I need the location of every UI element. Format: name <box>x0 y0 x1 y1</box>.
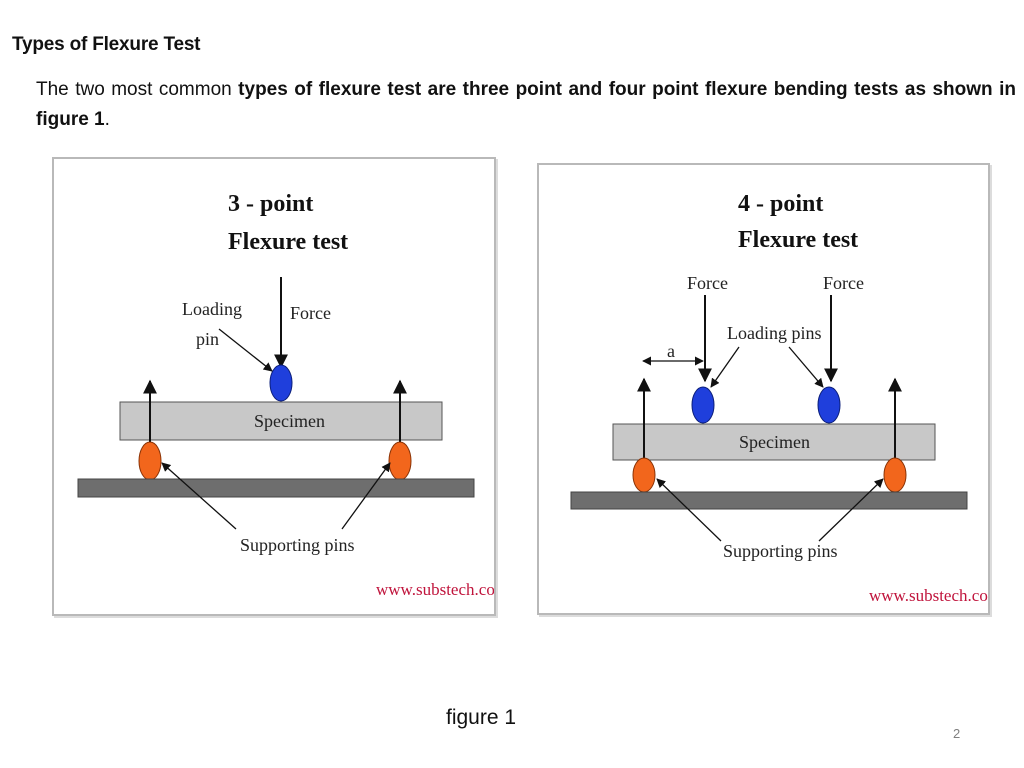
specimen-label: Specimen <box>254 411 325 431</box>
loading-pins-label: Loading pins <box>727 323 822 343</box>
support-pin-left <box>632 457 656 493</box>
support-leader-left <box>161 462 237 530</box>
three-point-diagram: 3 - point Flexure test Loading pin Force… <box>77 191 494 599</box>
loading-leader-left <box>710 346 740 388</box>
distance-label: a <box>667 341 675 361</box>
loading-pin-left <box>691 386 715 424</box>
base-plate <box>570 491 968 510</box>
paragraph-bold: types of flexure test are three point an… <box>36 79 1016 130</box>
supporting-pins-label: Supporting pins <box>240 535 355 555</box>
base-plate <box>77 478 475 498</box>
support-leader-right <box>818 478 884 542</box>
four-point-figure: 4 - point Flexure test Force Force Loadi… <box>537 163 990 615</box>
force-right-label: Force <box>823 273 864 293</box>
paragraph-tail: . <box>104 109 110 130</box>
four-point-title-line2: Flexure test <box>738 227 858 253</box>
specimen-label: Specimen <box>739 432 810 452</box>
three-point-title-line2: Flexure test <box>228 229 348 255</box>
four-point-title-line1: 4 - point <box>738 191 823 217</box>
force-left-label: Force <box>687 273 728 293</box>
specimen-bar <box>612 423 936 461</box>
three-point-title-line1: 3 - point <box>228 191 313 217</box>
support-pin-left <box>138 441 162 481</box>
loading-leader-right <box>788 346 824 388</box>
loading-pin-leader <box>218 328 273 372</box>
loading-pin <box>269 364 293 402</box>
page-number: 2 <box>953 726 961 741</box>
specimen-bar <box>119 401 443 441</box>
slide-title: Types of Flexure Test <box>12 34 201 55</box>
loading-pin-label-line2: pin <box>196 329 219 349</box>
support-leader-right <box>341 462 391 530</box>
intro-paragraph: The two most common types of flexure tes… <box>36 75 1016 135</box>
support-pin-right <box>883 457 907 493</box>
three-point-figure: 3 - point Flexure test Loading pin Force… <box>52 157 496 616</box>
figure-caption: figure 1 <box>446 706 517 729</box>
support-leader-left <box>656 478 722 542</box>
four-point-diagram: 4 - point Flexure test Force Force Loadi… <box>570 191 988 605</box>
source-label: www.substech.com <box>869 586 988 605</box>
loading-pin-label-line1: Loading <box>182 299 242 319</box>
force-label: Force <box>290 303 331 323</box>
source-label: www.substech.com <box>376 580 494 599</box>
support-pin-right <box>388 441 412 481</box>
loading-pin-right <box>817 386 841 424</box>
paragraph-lead: The two most common <box>36 79 239 100</box>
supporting-pins-label: Supporting pins <box>723 541 838 561</box>
